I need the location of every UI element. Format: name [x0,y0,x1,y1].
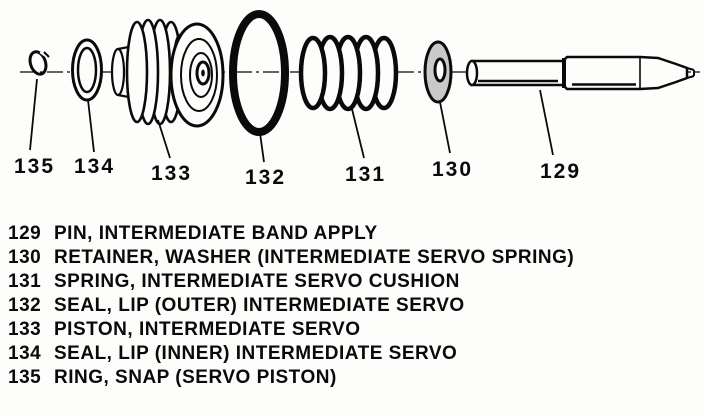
parts-list-item: 130 RETAINER, WASHER (INTERMEDIATE SERVO… [8,246,698,270]
parts-list-item: 131 SPRING, INTERMEDIATE SERVO CUSHION [8,270,698,294]
callout-129: 129 [540,160,581,183]
part-129-apply-pin [465,55,695,91]
part-number: 133 [8,319,42,340]
parts-list-item: 134 SEAL, LIP (INNER) INTERMEDIATE SERVO [8,342,698,366]
callout-135: 135 [14,155,55,178]
part-number: 132 [8,295,42,316]
part-131-spring [298,34,399,112]
part-number: 129 [8,223,42,244]
callout-132: 132 [245,166,286,189]
part-number: 134 [8,343,42,364]
part-description: RETAINER, WASHER (INTERMEDIATE SERVO SPR… [54,247,575,268]
part-number: 131 [8,271,42,292]
callout-131: 131 [345,163,386,186]
part-133-piston [110,18,225,128]
part-135-snap-ring [28,48,50,76]
part-130-retainer-washer [423,40,453,104]
exploded-diagram: 135 134 133 132 131 130 129 [14,10,700,189]
parts-list-item: 129 PIN, INTERMEDIATE BAND APPLY [8,222,698,246]
part-description: SEAL, LIP (INNER) INTERMEDIATE SERVO [54,343,458,364]
part-description: PISTON, INTERMEDIATE SERVO [54,319,361,340]
part-number: 135 [8,367,42,388]
parts-list: 129 PIN, INTERMEDIATE BAND APPLY 130 RET… [8,222,698,390]
part-134-inner-lip-seal [71,38,103,102]
part-description: SPRING, INTERMEDIATE SERVO CUSHION [54,271,460,292]
part-number: 130 [8,247,42,268]
part-description: SEAL, LIP (OUTER) INTERMEDIATE SERVO [54,295,465,316]
part-description: RING, SNAP (SERVO PISTON) [54,367,337,388]
part-description: PIN, INTERMEDIATE BAND APPLY [54,223,378,244]
parts-list-item: 133 PISTON, INTERMEDIATE SERVO [8,318,698,342]
intermediate-servo-exploded-view: 135 134 133 132 131 130 129 [14,10,700,189]
part-132-outer-lip-seal [229,10,289,136]
parts-list-item: 135 RING, SNAP (SERVO PISTON) [8,366,698,390]
callout-133: 133 [151,162,192,185]
callout-leader-lines [29,78,554,163]
callout-130: 130 [432,158,473,181]
parts-list-item: 132 SEAL, LIP (OUTER) INTERMEDIATE SERVO [8,294,698,318]
callout-134: 134 [74,155,115,178]
